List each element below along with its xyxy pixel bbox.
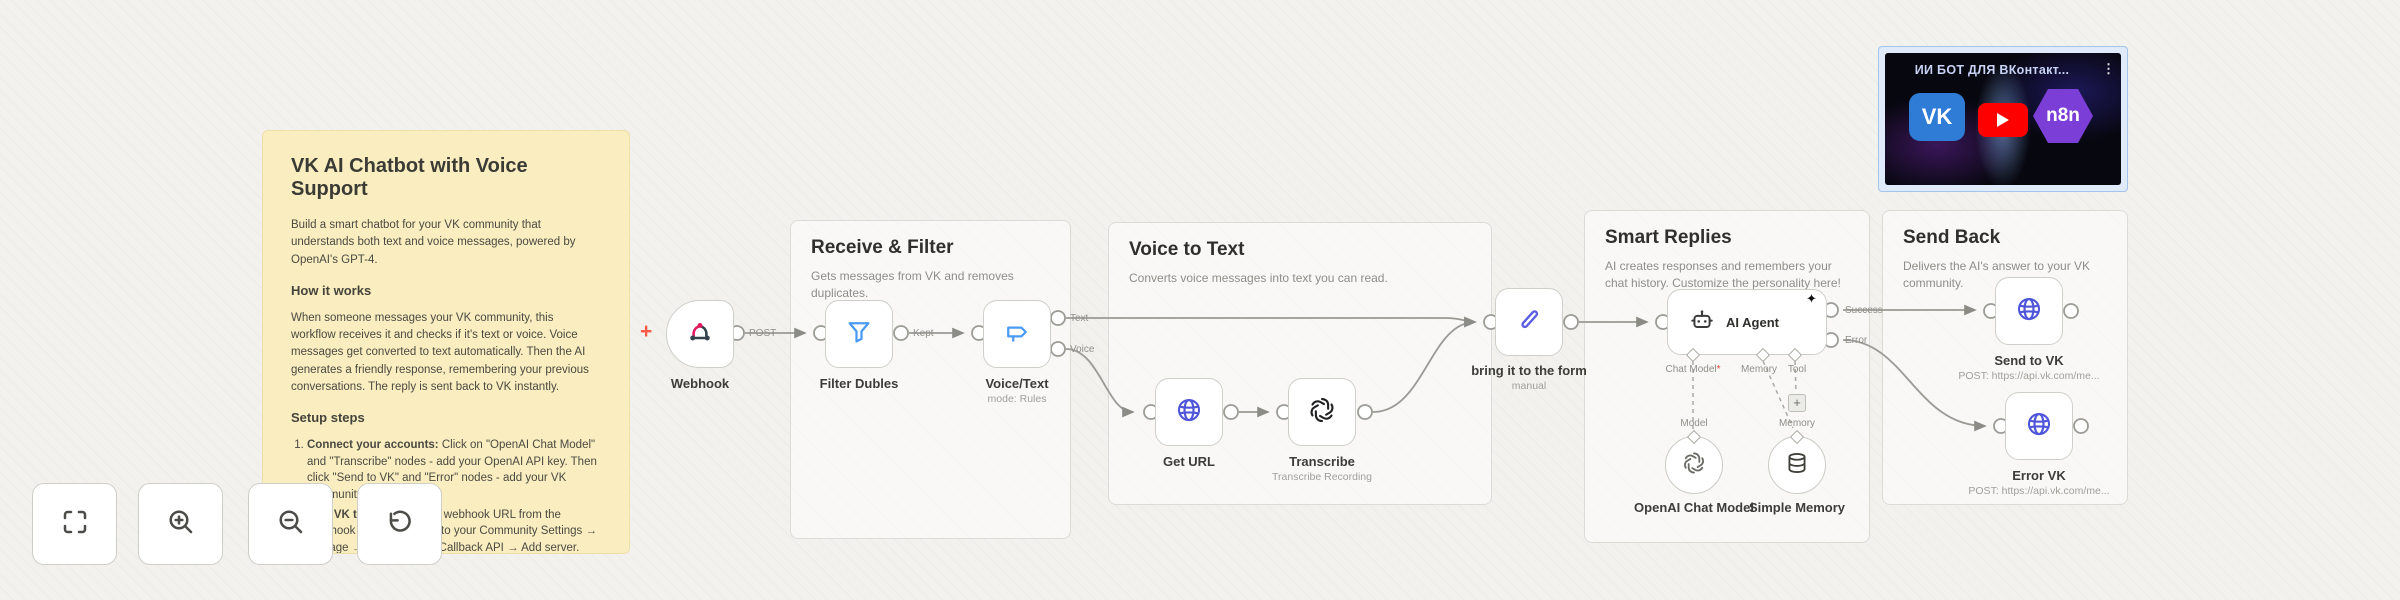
undo-icon: [384, 506, 416, 543]
webhook-icon: [685, 317, 715, 352]
node-openai-chat-model[interactable]: [1665, 436, 1723, 494]
port-label-memory: Memory: [1740, 364, 1778, 375]
undo-button[interactable]: [357, 483, 442, 565]
setup-steps-list: Connect your accounts: Click on "OpenAI …: [307, 437, 601, 553]
node-ai-agent[interactable]: AI Agent: [1667, 289, 1827, 355]
zoom-in-button[interactable]: [138, 483, 223, 565]
node-error-vk[interactable]: [2005, 392, 2073, 460]
required-asterisk: *: [1716, 364, 1721, 375]
sticky-heading-steps: Setup steps: [291, 410, 365, 425]
section-title: Smart Replies: [1605, 227, 1732, 248]
node-label: Filter Dubles: [819, 376, 899, 391]
sticky-how-body: When someone messages your VK community,…: [291, 311, 589, 393]
sticky-note[interactable]: VK AI Chatbot with Voice Support Build a…: [262, 130, 630, 554]
section-subtitle: Delivers the AI's answer to your VK comm…: [1903, 259, 2091, 291]
zoom-out-icon: [275, 506, 307, 543]
globe-icon: [2024, 409, 2054, 444]
node-voice-text-switch[interactable]: [983, 300, 1051, 368]
kebab-menu-icon[interactable]: ⋮: [2102, 61, 2115, 76]
node-bring-to-form[interactable]: [1495, 288, 1563, 356]
sticky-heading-how: How it works: [291, 282, 372, 298]
setup-step: Connect your accounts: Click on "OpenAI …: [307, 437, 601, 504]
pencil-icon: [1514, 305, 1544, 340]
robot-icon: [1688, 306, 1716, 339]
node-label: bring it to the form: [1471, 363, 1587, 378]
section-smart-replies[interactable]: Smart Replies AI creates responses and r…: [1584, 210, 1870, 543]
video-thumbnail[interactable]: ИИ БОТ ДЛЯ ВКонтакт... ⋮ VK n8n: [1878, 46, 2128, 192]
wire-label-kept: Kept: [913, 328, 934, 339]
video-thumbnail-image: ИИ БОТ ДЛЯ ВКонтакт... ⋮ VK n8n: [1885, 53, 2121, 185]
thumbnail-title: ИИ БОТ ДЛЯ ВКонтакт...: [1914, 63, 2070, 77]
node-filter-dubles[interactable]: [825, 300, 893, 368]
fit-view-button[interactable]: [32, 483, 117, 565]
play-icon: [1997, 113, 2009, 127]
globe-icon: [1174, 395, 1204, 430]
node-sublabel: POST: https://api.vk.com/me...: [1958, 370, 2100, 382]
n8n-logo: n8n: [2033, 89, 2093, 143]
node-sublabel: Transcribe Recording: [1272, 471, 1372, 483]
section-subtitle: AI creates responses and remembers your …: [1605, 259, 1841, 291]
node-get-url[interactable]: [1155, 378, 1223, 446]
node-sublabel: mode: Rules: [987, 393, 1047, 405]
node-label: Error VK: [2012, 468, 2066, 483]
node-send-to-vk[interactable]: [1995, 277, 2063, 345]
subport-label-model: Model: [1680, 418, 1708, 429]
port-label-tool: Tool: [1787, 364, 1807, 375]
zoom-in-icon: [165, 506, 197, 543]
section-title: Send Back: [1903, 227, 2001, 248]
funnel-icon: [844, 317, 874, 352]
subport-label-memory: Memory: [1778, 418, 1816, 429]
node-sublabel: POST: https://api.vk.com/me...: [1968, 485, 2110, 497]
fit-view-icon: [59, 506, 91, 543]
node-label: OpenAI Chat Model: [1634, 500, 1754, 515]
node-label: Webhook: [670, 376, 730, 391]
sparkle-icon: ✦: [1806, 291, 1817, 306]
add-tool-button[interactable]: +: [1788, 394, 1806, 412]
section-send-back[interactable]: Send Back Delivers the AI's answer to yo…: [1882, 210, 2128, 505]
node-simple-memory[interactable]: [1768, 436, 1826, 494]
section-title: Voice to Text: [1129, 239, 1245, 260]
section-title: Receive & Filter: [811, 237, 954, 258]
zoom-out-button[interactable]: [248, 483, 333, 565]
section-subtitle: Gets messages from VK and removes duplic…: [811, 269, 1014, 301]
youtube-logo: [1978, 103, 2028, 137]
database-icon: [1784, 450, 1810, 481]
node-label: Simple Memory: [1748, 500, 1846, 515]
wire-label-success: Success: [1845, 305, 1883, 316]
section-receive-filter[interactable]: Receive & Filter Gets messages from VK a…: [790, 220, 1071, 539]
vk-logo: VK: [1909, 93, 1965, 141]
node-label: AI Agent: [1726, 314, 1779, 330]
node-webhook[interactable]: [666, 300, 734, 368]
signpost-icon: [1002, 317, 1032, 352]
wire-label-post: POST: [749, 328, 777, 339]
globe-icon: [2014, 294, 2044, 329]
port-label-chat-model: Chat Model*: [1665, 364, 1721, 375]
node-label: Voice/Text: [985, 376, 1049, 391]
node-label: Get URL: [1163, 454, 1215, 469]
openai-icon: [1307, 395, 1337, 430]
wire-label-error: Error: [1845, 335, 1868, 346]
wire-label-voice: Voice: [1070, 344, 1095, 355]
add-node-plus: +: [640, 320, 653, 343]
section-subtitle: Converts voice messages into text you ca…: [1129, 271, 1388, 285]
node-label: Transcribe: [1289, 454, 1355, 469]
sticky-intro: Build a smart chatbot for your VK commun…: [291, 219, 576, 266]
node-transcribe[interactable]: [1288, 378, 1356, 446]
sticky-title: VK AI Chatbot with Voice Support: [291, 155, 528, 200]
node-label: Send to VK: [1994, 353, 2064, 368]
wire-label-text: Text: [1070, 313, 1089, 324]
openai-icon: [1681, 450, 1707, 481]
node-sublabel: manual: [1511, 380, 1547, 392]
setup-step: Link VK to n8n: Copy the webhook URL fro…: [307, 507, 601, 553]
